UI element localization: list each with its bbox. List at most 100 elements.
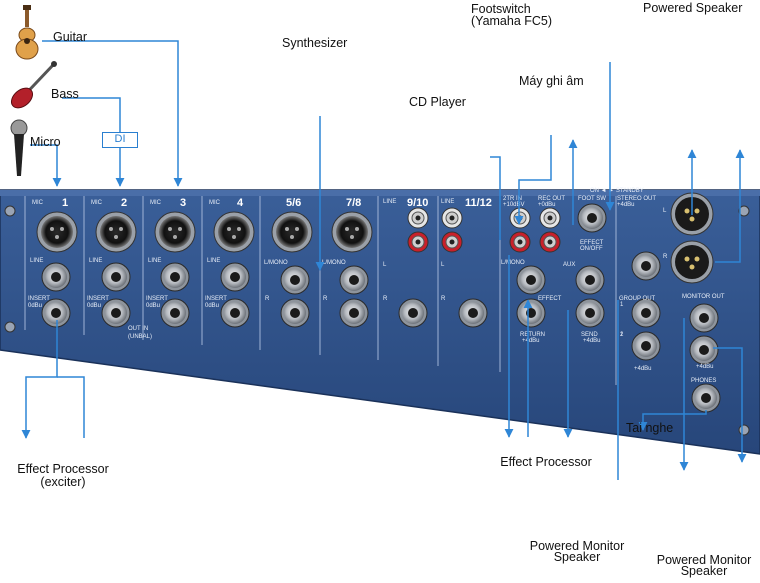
monitor-out-label: MONITOR OUT — [682, 294, 725, 300]
quarter-inch-jack[interactable] — [516, 298, 546, 328]
monitor-2-sublabel: Speaker — [680, 564, 728, 578]
quarter-inch-jack[interactable] — [41, 262, 71, 292]
quarter-inch-jack[interactable] — [220, 262, 250, 292]
out-in-label: OUT IN — [128, 326, 148, 332]
insert-level: 0dBu — [205, 303, 219, 309]
micro-label: Micro — [30, 135, 61, 149]
quarter-inch-jack[interactable] — [339, 265, 369, 295]
insert-level: 0dBu — [28, 303, 42, 309]
rca-jack[interactable] — [407, 207, 429, 229]
mixer-panel — [0, 189, 760, 455]
quarter-inch-jack[interactable] — [631, 298, 661, 328]
footswitch-model-label: (Yamaha FC5) — [471, 14, 553, 28]
channel-number: 11/12 — [465, 197, 492, 209]
mic-label: MIC — [150, 200, 162, 206]
one-label: 1 — [620, 302, 624, 308]
group-out-label: GROUP OUT — [619, 296, 656, 302]
quarter-inch-jack[interactable] — [280, 298, 310, 328]
two-tr-level: +10dBV — [503, 202, 525, 208]
bass-guitar-icon — [10, 61, 57, 109]
screw-icon — [738, 205, 750, 217]
insert-level: 0dBu — [146, 303, 160, 309]
quarter-inch-jack[interactable] — [575, 298, 605, 328]
rca-jack[interactable] — [539, 231, 561, 253]
channel-number: 5/6 — [286, 197, 301, 209]
screw-icon — [738, 424, 750, 436]
quarter-inch-jack[interactable] — [41, 298, 71, 328]
effect-label: EFFECT — [538, 296, 562, 302]
channel-number: 2 — [121, 197, 127, 209]
stereo-out-level: +4dBu — [617, 202, 635, 208]
mic-label: MIC — [32, 200, 44, 206]
headphones-label: Tai nghe — [626, 421, 674, 435]
wires — [21, 40, 747, 480]
r-label: R — [663, 254, 668, 260]
quarter-inch-jack[interactable] — [220, 298, 250, 328]
line-label: LINE — [207, 258, 220, 264]
effect-processor-left-sublabel: (exciter) — [40, 475, 86, 489]
return-level: +4dBu — [522, 338, 540, 344]
monitor-level: +4dBu — [696, 364, 714, 370]
two-tr-in-label: 2TR IN — [503, 196, 522, 202]
quarter-inch-jack[interactable] — [516, 265, 546, 295]
rca-jack[interactable] — [441, 207, 463, 229]
insert-label: INSERT — [205, 296, 227, 302]
rca-jack[interactable] — [509, 207, 531, 229]
screw-icon — [4, 321, 16, 333]
l-label: L — [383, 262, 387, 268]
one-label: 1 — [620, 332, 624, 338]
channel-number: 7/8 — [346, 197, 361, 209]
quarter-inch-jack[interactable] — [458, 298, 488, 328]
stereo-out-label: STEREO OUT — [617, 196, 656, 202]
on-standby-label: ON ◄ ► STANDBY — [590, 188, 644, 194]
xlr-input-jack[interactable] — [154, 211, 196, 253]
rca-jack[interactable] — [441, 231, 463, 253]
quarter-inch-jack[interactable] — [160, 262, 190, 292]
quarter-inch-jack[interactable] — [101, 298, 131, 328]
line-label: LINE — [30, 258, 43, 264]
rca-jack[interactable] — [509, 231, 531, 253]
rec-out-level: +0dBu — [538, 202, 556, 208]
quarter-inch-jack[interactable] — [631, 331, 661, 361]
rca-jack[interactable] — [539, 207, 561, 229]
xlr-input-jack[interactable] — [331, 211, 373, 253]
effect-processor-left-label: Effect Processor — [17, 462, 109, 476]
quarter-inch-jack[interactable] — [689, 303, 719, 333]
xlr-input-jack[interactable] — [271, 211, 313, 253]
channel-number: 3 — [180, 197, 186, 209]
send-label: SEND — [581, 332, 598, 338]
quarter-inch-jack[interactable] — [339, 298, 369, 328]
quarter-inch-jack[interactable] — [398, 298, 428, 328]
xlr-input-jack[interactable] — [95, 211, 137, 253]
lmono-label: L/MONO — [322, 260, 346, 266]
quarter-inch-jack[interactable] — [691, 383, 721, 413]
xlr-input-jack[interactable] — [36, 211, 78, 253]
insert-label: INSERT — [146, 296, 168, 302]
rca-jack[interactable] — [407, 231, 429, 253]
lmono-label: L/MONO — [501, 260, 525, 266]
insert-level: 0dBu — [87, 303, 101, 309]
xlr-input-jack[interactable] — [213, 211, 255, 253]
line-label: LINE — [89, 258, 102, 264]
l-label: L — [441, 262, 445, 268]
r-label: R — [383, 296, 388, 302]
guitar-icon — [15, 5, 39, 60]
quarter-inch-jack[interactable] — [631, 251, 661, 281]
channel-number: 9/10 — [407, 197, 428, 209]
line-label: LINE — [148, 258, 161, 264]
quarter-inch-jack[interactable] — [689, 335, 719, 365]
quarter-inch-jack[interactable] — [280, 265, 310, 295]
line-label: LINE — [441, 199, 454, 205]
mic-label: MIC — [209, 200, 221, 206]
effect-onoff-label: ON/OFF — [580, 246, 603, 252]
quarter-inch-jack[interactable] — [575, 265, 605, 295]
xlr-output-jack[interactable] — [670, 240, 714, 284]
quarter-inch-jack[interactable] — [577, 203, 607, 233]
phones-label: PHONES — [691, 378, 716, 384]
quarter-inch-jack[interactable] — [160, 298, 190, 328]
quarter-inch-jack[interactable] — [101, 262, 131, 292]
di-box: DI — [102, 132, 138, 148]
microphone-icon — [10, 119, 28, 176]
r-label: R — [323, 296, 328, 302]
